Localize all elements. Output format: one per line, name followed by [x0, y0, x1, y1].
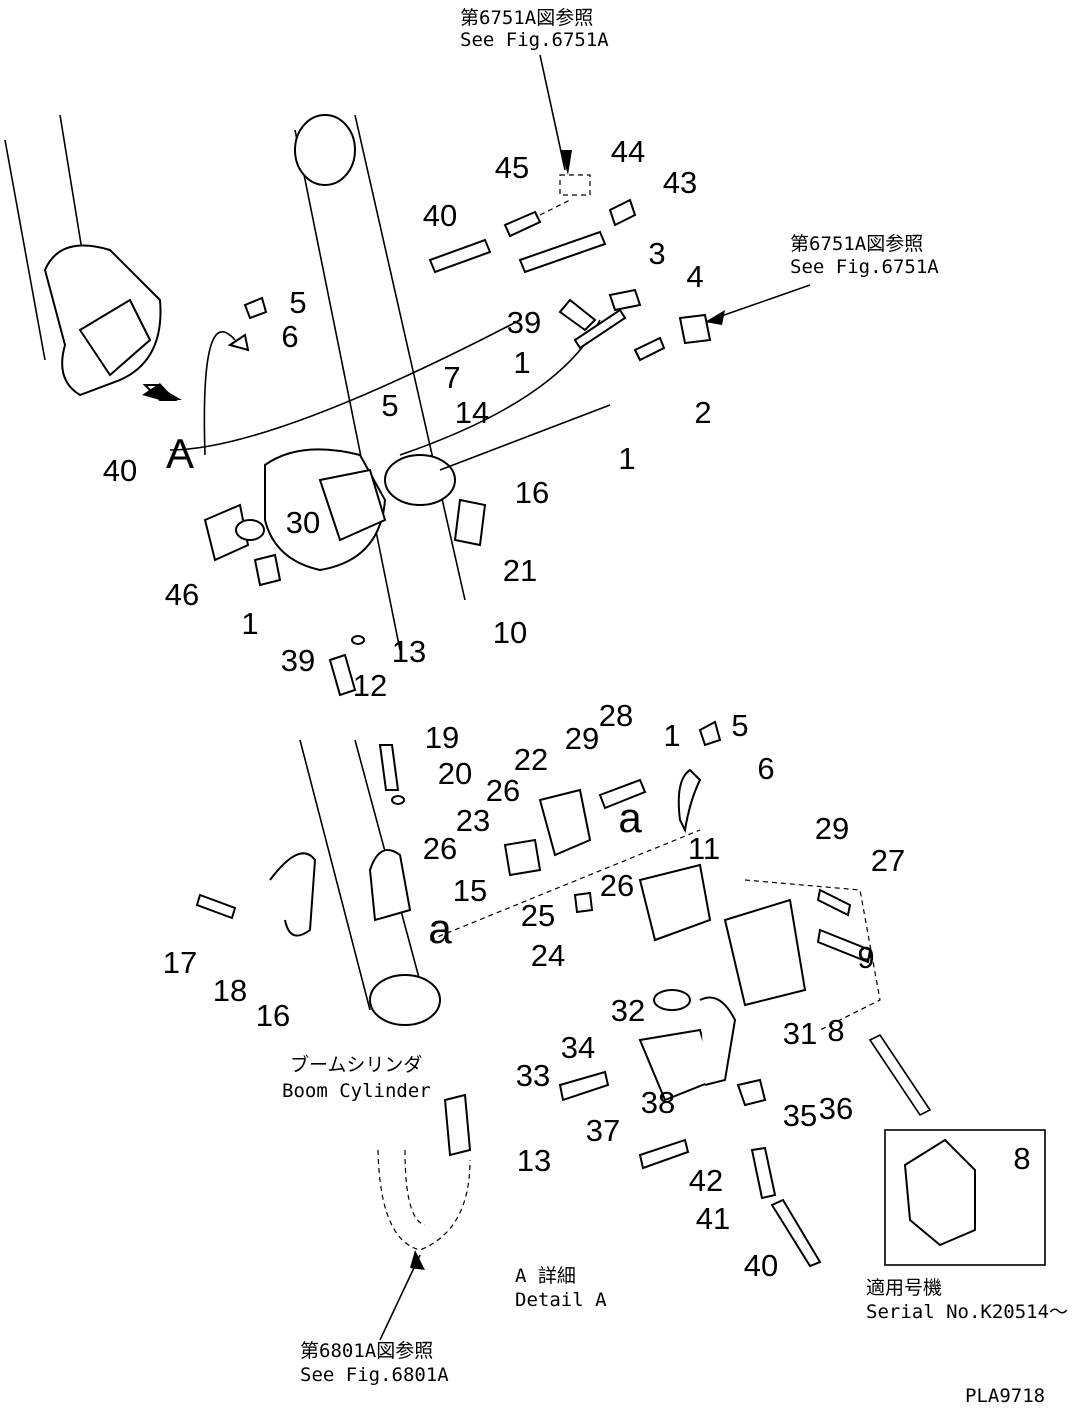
callout-45: 45 — [495, 150, 529, 185]
ref-top-right-en: See Fig.6751A — [790, 256, 939, 278]
callout-33: 33 — [516, 1058, 550, 1093]
callout-24: 24 — [531, 938, 565, 973]
callout-30: 30 — [286, 505, 320, 540]
callout-37: 37 — [586, 1113, 620, 1148]
callout-26: 26 — [600, 868, 634, 903]
callout-1: 1 — [241, 606, 258, 641]
callout-39: 39 — [507, 305, 541, 340]
callout-29: 29 — [565, 721, 599, 756]
callout-1: 1 — [513, 345, 530, 380]
ref-bottom-jp: 第6801A図参照 — [300, 1340, 433, 1362]
callout-36: 36 — [819, 1091, 853, 1126]
callout-23: 23 — [456, 803, 490, 838]
callout-6: 6 — [281, 319, 298, 354]
detail-a-en: Detail A — [515, 1289, 607, 1311]
callout-26: 26 — [486, 773, 520, 808]
callout-18: 18 — [213, 973, 247, 1008]
ref-bottom-en: See Fig.6801A — [300, 1364, 449, 1386]
callout-5: 5 — [289, 285, 306, 320]
callout-38: 38 — [641, 1085, 675, 1120]
callout-16: 16 — [256, 998, 290, 1033]
detail-a-drawing — [195, 720, 1046, 1341]
callout-11: 11 — [688, 831, 720, 866]
callout-39: 39 — [281, 643, 315, 678]
callout-28: 28 — [599, 698, 633, 733]
callout-29: 29 — [815, 811, 849, 846]
callout-7: 7 — [443, 360, 460, 395]
callout-41: 41 — [696, 1201, 730, 1236]
callout-6: 6 — [757, 751, 774, 786]
callout-5: 5 — [731, 708, 748, 743]
boom-cylinder-en: Boom Cylinder — [282, 1080, 431, 1102]
callout-34: 34 — [561, 1030, 595, 1065]
callout-25: 25 — [521, 898, 555, 933]
callout-8: 8 — [1013, 1141, 1030, 1176]
callout-8: 8 — [827, 1013, 844, 1048]
callout-22: 22 — [514, 742, 548, 777]
callout-40: 40 — [744, 1248, 778, 1283]
callout-5: 5 — [381, 388, 398, 423]
callout-3: 3 — [648, 236, 665, 271]
callout-9: 9 — [857, 940, 874, 975]
callout-13: 13 — [517, 1143, 551, 1178]
callout-40: 40 — [103, 453, 137, 488]
serial-inset-box — [884, 1129, 1046, 1266]
callout-32: 32 — [611, 993, 645, 1028]
callout-10: 10 — [493, 615, 527, 650]
callout-46: 46 — [165, 577, 199, 612]
callout-15: 15 — [453, 873, 487, 908]
callout-43: 43 — [663, 165, 697, 200]
serial-en: Serial No.K20514～ — [866, 1301, 1068, 1323]
boom-cylinder-jp: ブームシリンダ — [290, 1053, 422, 1076]
callout-20: 20 — [438, 756, 472, 791]
callout-19: 19 — [425, 720, 459, 755]
serial-jp: 適用号機 — [866, 1277, 942, 1299]
callout-26: 26 — [423, 831, 457, 866]
callout-40: 40 — [423, 198, 457, 233]
callout-a: a — [428, 905, 452, 952]
callout-35: 35 — [783, 1098, 817, 1133]
ref-top-right-jp: 第6751A図参照 — [790, 233, 923, 255]
callout-4: 4 — [686, 259, 703, 294]
callout-42: 42 — [689, 1163, 723, 1198]
callout-44: 44 — [611, 134, 645, 169]
callout-13: 13 — [392, 634, 426, 669]
callout-1: 1 — [663, 718, 680, 753]
callout-27: 27 — [871, 843, 905, 878]
ref-top-center-en: See Fig.6751A — [460, 29, 609, 51]
ref-top-center-jp: 第6751A図参照 — [460, 7, 593, 29]
callout-12: 12 — [353, 668, 387, 703]
callout-2: 2 — [694, 395, 711, 430]
drawing-id: PLA9718 — [965, 1385, 1045, 1407]
callout-21: 21 — [503, 553, 537, 588]
callout-a: a — [618, 794, 642, 841]
callout-17: 17 — [163, 945, 197, 980]
detail-a-jp: A 詳細 — [515, 1265, 576, 1287]
callout-14: 14 — [455, 395, 489, 430]
callout-16: 16 — [515, 475, 549, 510]
callout-31: 31 — [783, 1016, 817, 1051]
callout-A: A — [166, 430, 194, 477]
callout-1: 1 — [618, 441, 635, 476]
upper-assembly-drawing — [4, 54, 811, 697]
